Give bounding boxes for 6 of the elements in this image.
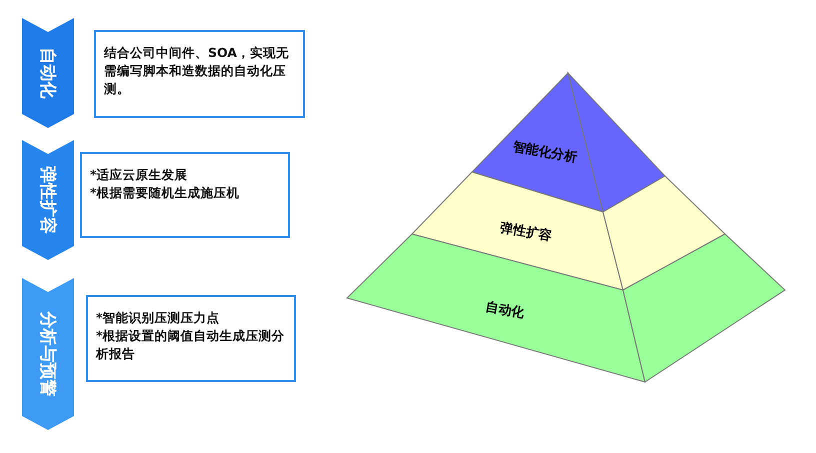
chevron-banner: 自动化 bbox=[22, 18, 74, 128]
text-box: *适应云原生发展 *根据需要随机生成施压机 bbox=[80, 152, 290, 238]
text-box: 结合公司中间件、SOA，实现无需编写脚本和造数据的自动化压测。 bbox=[94, 30, 305, 118]
text-box: *智能识别压测压力点 *根据设置的阈值自动生成压测分析报告 bbox=[86, 295, 296, 382]
chevron-banner: 分析与预警 bbox=[22, 278, 74, 430]
chevron-banner: 弹性扩容 bbox=[22, 140, 74, 260]
